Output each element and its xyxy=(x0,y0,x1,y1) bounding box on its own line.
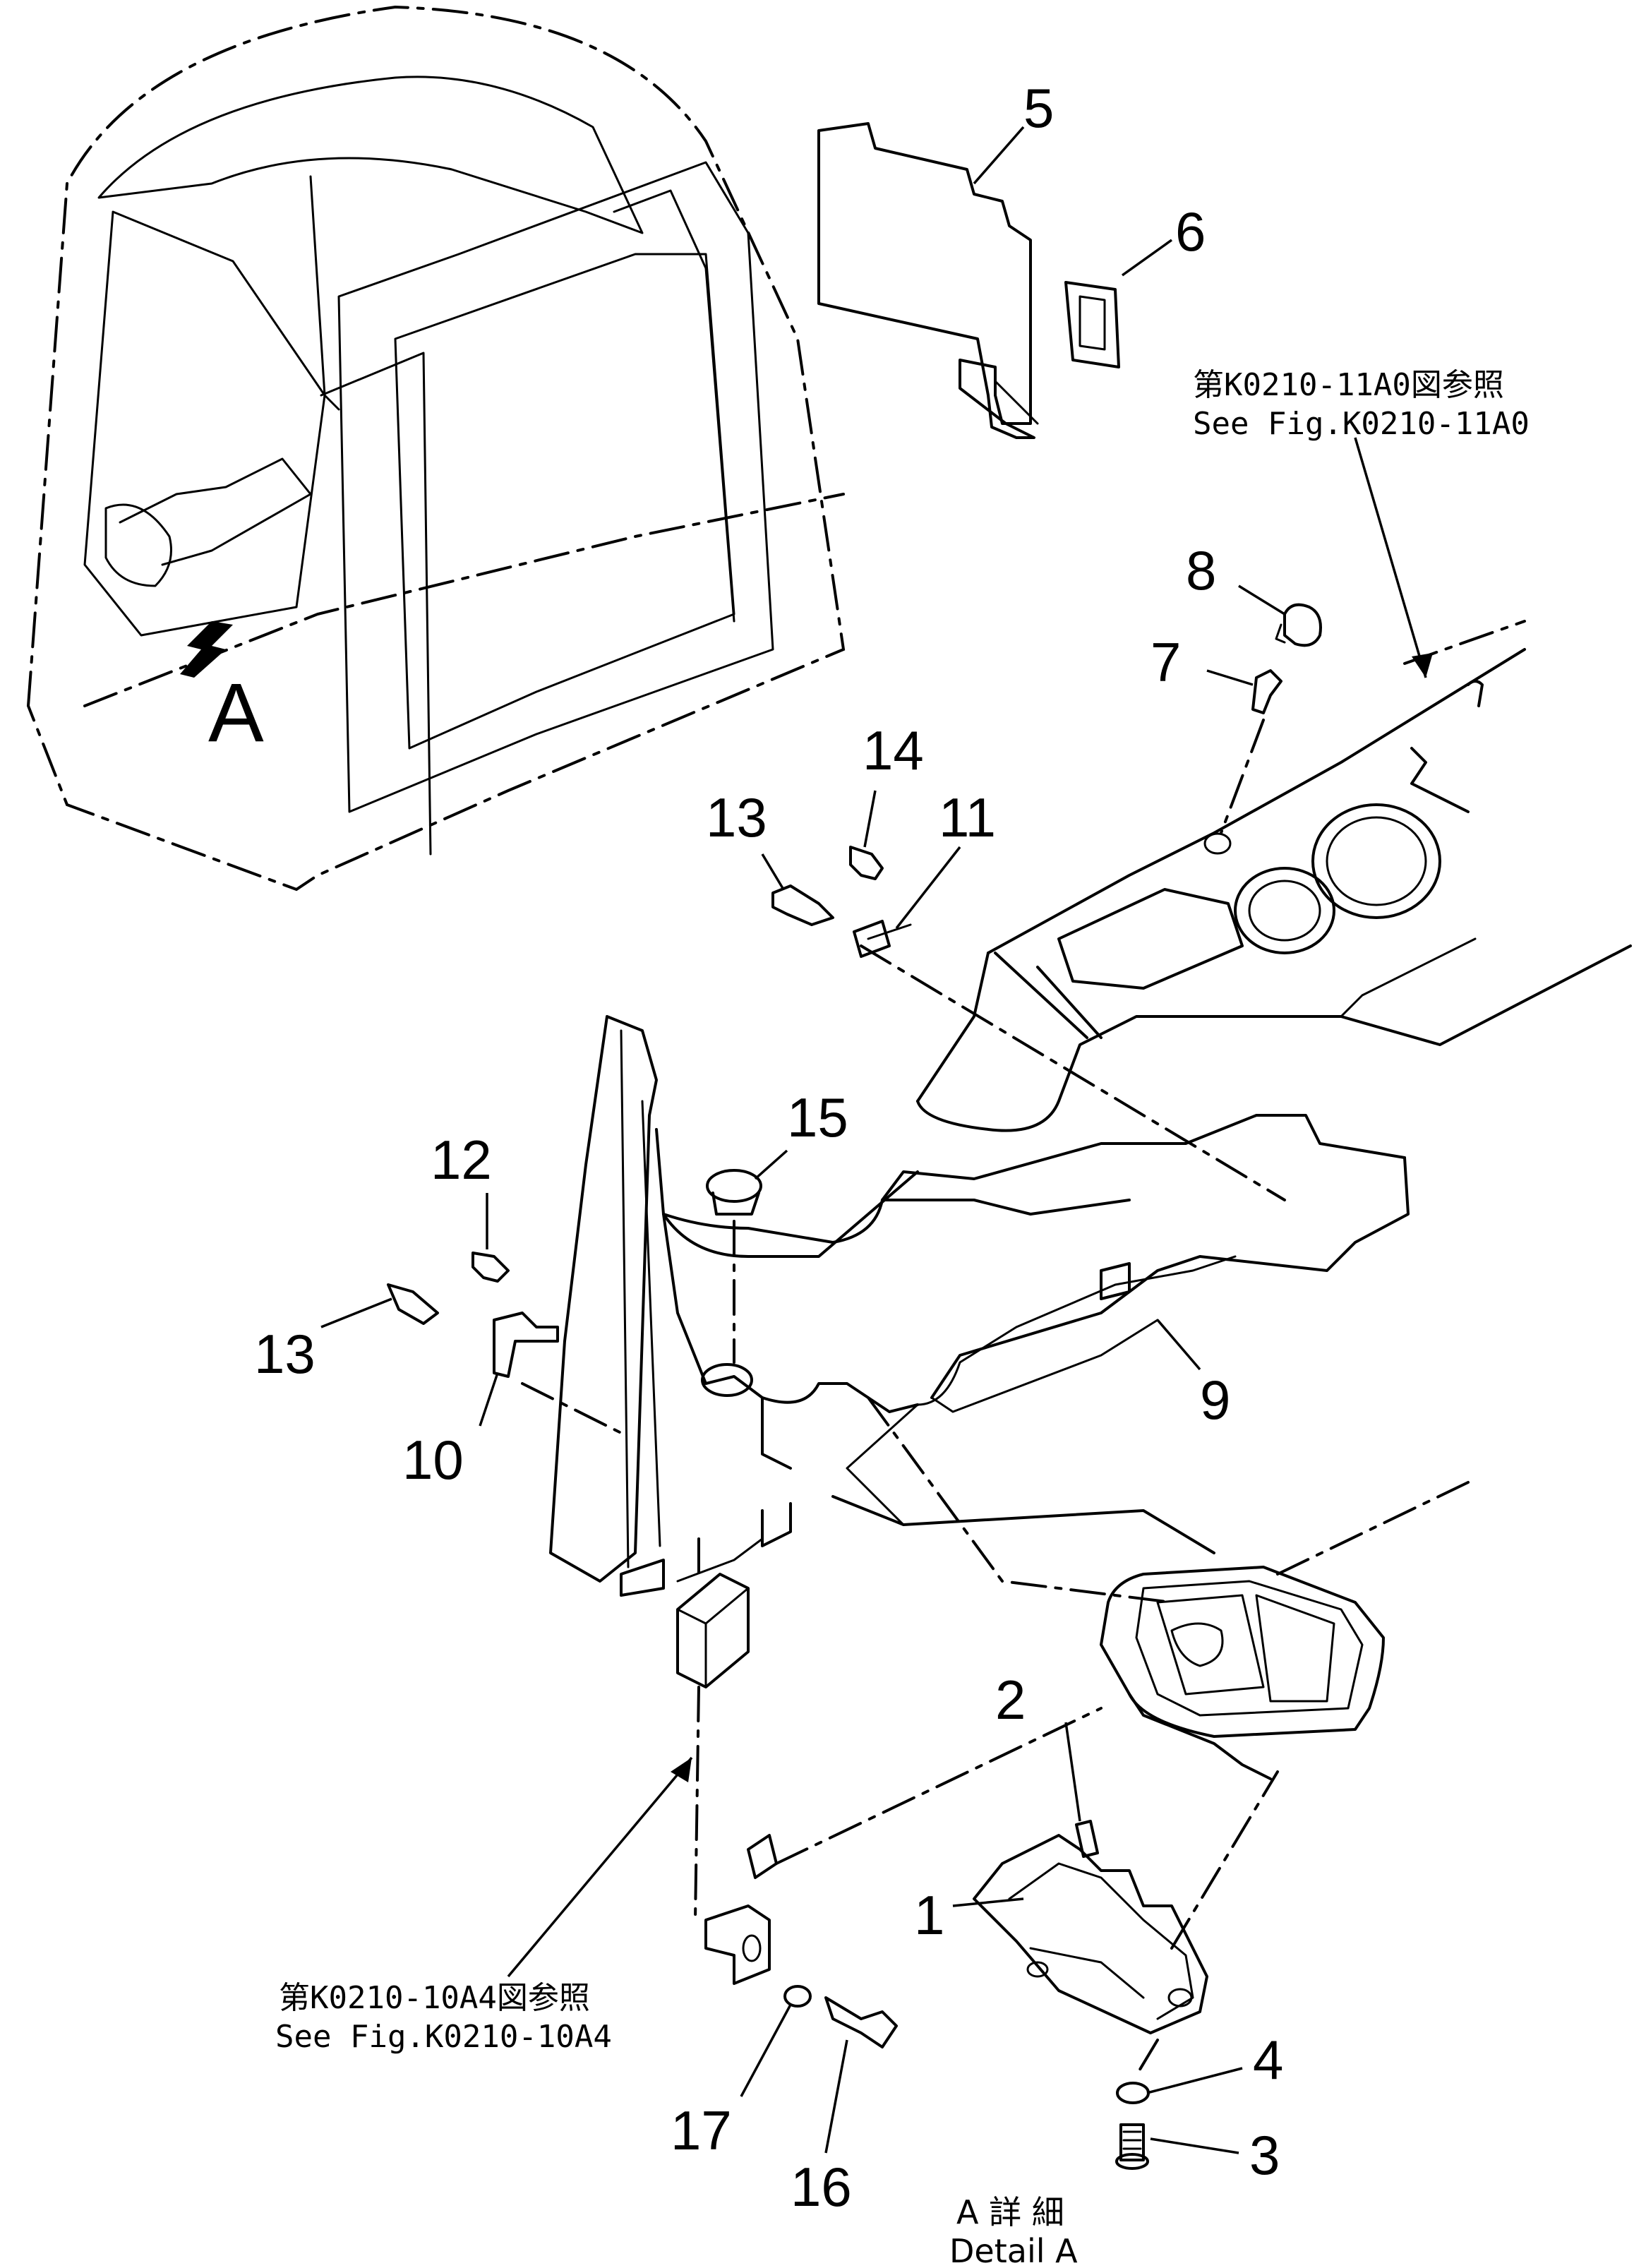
label-part-16: 16 xyxy=(791,2156,852,2218)
label-part-11: 11 xyxy=(939,786,996,848)
part-10-clip xyxy=(493,1312,559,1378)
cab-illustration: A xyxy=(26,5,846,892)
part-17-washer xyxy=(783,1985,812,2008)
relay-box xyxy=(676,1573,750,1688)
part-5-cover-plate xyxy=(817,122,1039,439)
view-marker-a: A xyxy=(208,666,264,760)
part-16-bolt xyxy=(824,1996,898,2048)
ref-top-en: See Fig.K0210-11A0 xyxy=(1193,406,1530,442)
part-11-clip xyxy=(853,920,912,958)
part-3-bolt xyxy=(1115,2123,1149,2170)
part-4-washer xyxy=(1116,2082,1150,2104)
console-panel-upper xyxy=(860,620,1632,1201)
label-part-5: 5 xyxy=(1023,77,1054,139)
ref-bottom-jp: 第K0210-10A4図参照 xyxy=(279,1980,590,2016)
label-part-6: 6 xyxy=(1175,200,1206,263)
label-part-15: 15 xyxy=(787,1086,848,1148)
label-part-1: 1 xyxy=(914,1884,944,1946)
label-part-10: 10 xyxy=(402,1429,464,1491)
leader-lines xyxy=(320,126,1433,2154)
label-part-8: 8 xyxy=(1186,539,1216,601)
part-6-grommet xyxy=(1064,281,1120,368)
part-12-bolt xyxy=(471,1252,510,1283)
part-1-bracket xyxy=(973,1834,1208,2034)
part-13-upper-bolt xyxy=(771,884,834,926)
label-part-2: 2 xyxy=(995,1669,1026,1731)
label-part-13-lower: 13 xyxy=(254,1323,316,1385)
part-2-pin xyxy=(1075,1820,1099,1858)
ref-top-jp: 第K0210-11A0図参照 xyxy=(1193,367,1504,403)
part-13-lower-bolt xyxy=(387,1283,439,1325)
label-part-13-upper: 13 xyxy=(706,786,767,848)
detail-caption-en: Detail A xyxy=(949,2232,1078,2268)
label-part-3: 3 xyxy=(1249,2124,1280,2186)
label-part-4: 4 xyxy=(1253,2029,1283,2091)
console-lower xyxy=(549,1015,1410,1597)
label-part-17: 17 xyxy=(671,2099,732,2161)
label-part-9: 9 xyxy=(1200,1369,1230,1431)
monitor-unit xyxy=(1100,1481,1470,1780)
label-part-7: 7 xyxy=(1151,631,1181,693)
detail-caption-jp: A 詳 細 xyxy=(956,2193,1064,2231)
part-labels: 5 6 8 7 14 13 11 15 12 13 10 9 2 1 4 3 1… xyxy=(254,77,1283,2218)
bracket-lower xyxy=(704,1834,778,1985)
part-7-screw xyxy=(1220,669,1282,834)
label-part-12: 12 xyxy=(431,1129,492,1191)
part-14-bolt xyxy=(849,846,884,880)
label-part-14: 14 xyxy=(863,719,924,781)
ref-bottom-en: See Fig.K0210-10A4 xyxy=(275,2019,612,2055)
part-8-knob xyxy=(1275,603,1322,647)
part-15-plug xyxy=(706,1169,762,1216)
reference-notes: 第K0210-11A0図参照 See Fig.K0210-11A0 第K0210… xyxy=(275,367,1530,2268)
